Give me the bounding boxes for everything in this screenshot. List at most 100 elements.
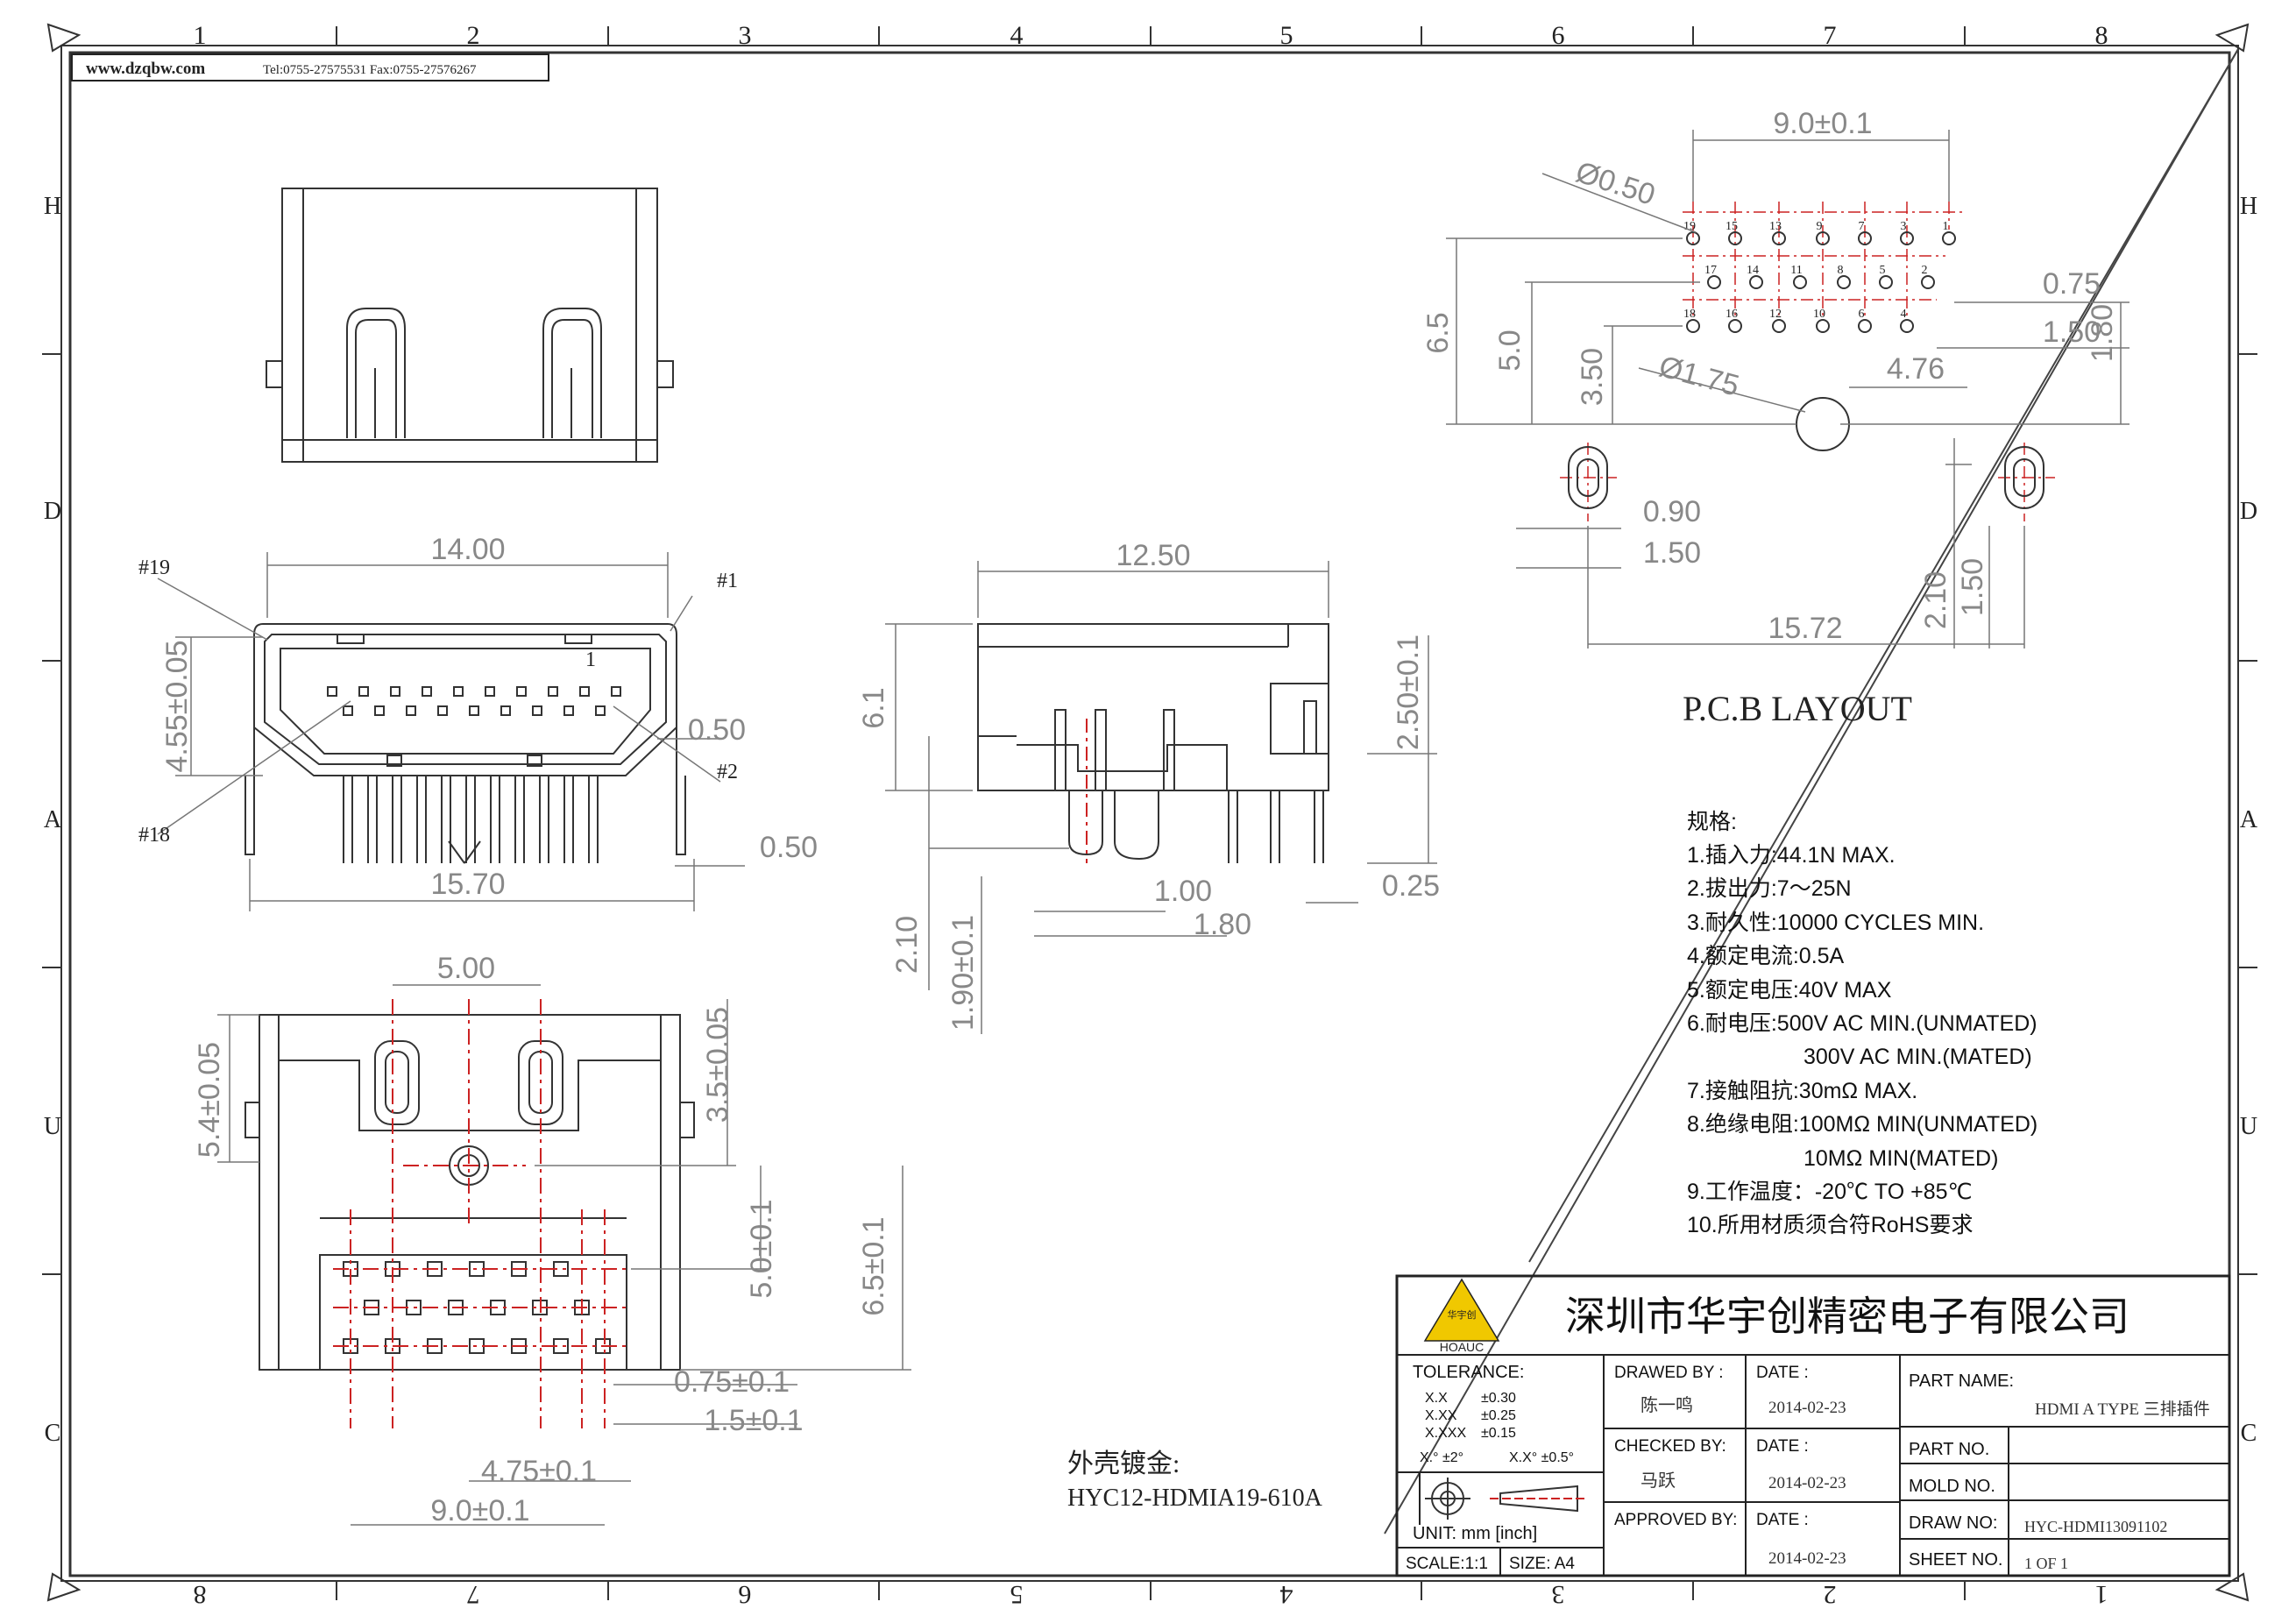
- col-label: 1: [2095, 1580, 2108, 1609]
- pcb-pin: 8: [1838, 264, 1844, 277]
- dim-d8: 4.75±0.1: [481, 1455, 597, 1488]
- angle-tol-1: X.° ±2°: [1420, 1450, 1463, 1465]
- pcb-p1: 0.75: [2043, 267, 2101, 301]
- title-block: 华宇创 HOAUC 深圳市华宇创精密电子有限公司 TOLERANCE: X.X …: [1395, 1274, 2231, 1577]
- pcb-s4: 1.50: [1956, 558, 1989, 616]
- side-view: 12.50 6.1 2.50±0.1 1.00 1.80 0.25 2.10 1…: [857, 539, 1440, 1034]
- col-label: 1: [194, 21, 207, 50]
- spec-heading: 规格:: [1687, 810, 1737, 834]
- pcb-s1: 0.90: [1643, 495, 1701, 528]
- date-value: 2014-02-23: [1768, 1474, 1846, 1492]
- col-label: 5: [1010, 1580, 1024, 1609]
- date-value: 2014-02-23: [1768, 1399, 1846, 1417]
- pcb-pin: 10: [1813, 308, 1825, 321]
- projection-symbol: [1425, 1478, 1586, 1520]
- bottom-view: 5.00 5.4±0.05 3.5±0.05 5.0±0.1 6.5±0.1 0…: [193, 952, 911, 1527]
- pcb-pin: 16: [1726, 308, 1738, 321]
- pcb-pin: 3: [1901, 220, 1907, 233]
- pcb-pin: 2: [1922, 264, 1928, 277]
- spec-item: 5.额定电压:40V MAX: [1687, 978, 1892, 1003]
- tolerance-label: TOLERANCE:: [1413, 1363, 1524, 1382]
- col-label: 8: [194, 1580, 207, 1609]
- row-labels-left: H D A U C: [44, 193, 62, 1447]
- construction-lines: [1384, 48, 2239, 1534]
- column-labels-bottom: 8 7 6 5 4 3 2 1: [194, 1580, 2108, 1609]
- mold-no-label: MOLD NO.: [1909, 1477, 1995, 1496]
- scale-label: SCALE:1:1: [1406, 1555, 1488, 1573]
- dim-pitch: 0.50: [688, 713, 746, 747]
- dim-length: 12.50: [1116, 539, 1190, 572]
- dim-d4: 2.10: [890, 916, 924, 974]
- plating-part: HYC12-HDMIA19-610A: [1067, 1485, 1323, 1512]
- dim-d5: 6.5±0.1: [857, 1216, 890, 1315]
- pcb-pin: 14: [1747, 264, 1759, 277]
- dim-d7: 1.5±0.1: [704, 1404, 803, 1437]
- pcb-p2: 1.50: [2043, 315, 2101, 349]
- row-label: U: [2240, 1113, 2257, 1140]
- row-labels-right: H D A U C: [2240, 193, 2258, 1447]
- spec-item: 10MΩ MIN(MATED): [1803, 1146, 1998, 1171]
- pcb-pin: 19: [1683, 220, 1696, 233]
- dim-overall: 15.70: [430, 868, 505, 901]
- col-label: 5: [1280, 21, 1293, 50]
- col-label: 2: [467, 21, 480, 50]
- dim-d2: 1.80: [1194, 908, 1251, 941]
- pin18-label: #18: [138, 824, 170, 847]
- row-label: C: [2241, 1420, 2257, 1447]
- company-name: 深圳市华宇创精密电子有限公司: [1565, 1293, 2129, 1340]
- front-view: 14.00 4.55±0.05 15.70 0.50 0.50 #19 #1 #…: [138, 533, 818, 911]
- pcb-pin: 1: [1943, 220, 1949, 233]
- dim-d5: 1.90±0.1: [946, 915, 980, 1031]
- pcb-pin: 15: [1726, 220, 1738, 233]
- date-label: DATE :: [1756, 1511, 1809, 1529]
- sheet-no-value: 1 OF 1: [2024, 1555, 2068, 1572]
- logo-text: HOAUC: [1440, 1340, 1485, 1354]
- website-text: www.dzqbw.com: [86, 60, 205, 78]
- checked-by-label: CHECKED BY:: [1614, 1437, 1726, 1456]
- spec-item: 2.拔出力:7～25N: [1687, 876, 1852, 901]
- pcb-pin: 5: [1880, 264, 1886, 277]
- pcb-pin: 9: [1817, 220, 1823, 233]
- spec-item: 1.插入力:44.1N MAX.: [1687, 843, 1896, 868]
- row-label: D: [2240, 498, 2257, 525]
- pcb-pin: 4: [1901, 308, 1907, 321]
- col-label: 8: [2095, 21, 2108, 50]
- row-label: D: [44, 498, 61, 525]
- part-name-value: HDMI A TYPE 三排插件: [2035, 1400, 2210, 1419]
- dim-d4: 5.0±0.1: [745, 1199, 778, 1298]
- spec-item: 7.接触阻抗:30mΩ MAX.: [1687, 1079, 1917, 1103]
- corner-triangles: [46, 23, 2250, 1602]
- pin19-label: #19: [138, 556, 170, 579]
- plating-label: 外壳镀金:: [1067, 1449, 1180, 1478]
- dim-lead: 0.50: [760, 831, 818, 864]
- col-label: 6: [1552, 21, 1565, 50]
- plating-note: 外壳镀金: HYC12-HDMIA19-610A: [1067, 1449, 1323, 1512]
- draw-no-value: HYC-HDMI13091102: [2024, 1518, 2167, 1535]
- dim-d9: 9.0±0.1: [430, 1494, 529, 1527]
- col-label: 7: [1824, 21, 1837, 50]
- part-name-label: PART NAME:: [1909, 1371, 2014, 1391]
- date-label: DATE :: [1756, 1437, 1809, 1456]
- approved-by-label: APPROVED BY:: [1614, 1511, 1737, 1529]
- size-label: SIZE: A4: [1509, 1555, 1575, 1573]
- dim-standoff: 2.50±0.1: [1392, 634, 1425, 750]
- dim-d2: 5.4±0.05: [193, 1042, 226, 1158]
- pin1-label: #1: [717, 570, 738, 592]
- spec-item: 6.耐电压:500V AC MIN.(UNMATED): [1687, 1011, 2037, 1036]
- col-label: 6: [739, 1580, 752, 1609]
- pcb-p3: 4.76: [1887, 352, 1945, 386]
- tol-key: X.XX: [1425, 1408, 1457, 1423]
- dim-d1: 5.00: [437, 952, 495, 985]
- spec-item: 3.耐久性:10000 CYCLES MIN.: [1687, 911, 1984, 935]
- col-label: 3: [1552, 1580, 1565, 1609]
- tol-key: X.XXX: [1425, 1426, 1466, 1441]
- row-label: C: [45, 1420, 61, 1447]
- spec-item: 10.所用材质须合符RoHS要求: [1687, 1213, 1973, 1237]
- dim-width: 14.00: [430, 533, 505, 566]
- specifications: 规格: 1.插入力:44.1N MAX. 2.拔出力:7～25N 3.耐久性:1…: [1687, 810, 2037, 1237]
- column-labels-top: 1 2 3 4 5 6 7 8: [194, 21, 2108, 50]
- row-label: U: [44, 1113, 61, 1140]
- row-label: H: [2240, 193, 2257, 220]
- pcb-width: 9.0±0.1: [1773, 107, 1872, 140]
